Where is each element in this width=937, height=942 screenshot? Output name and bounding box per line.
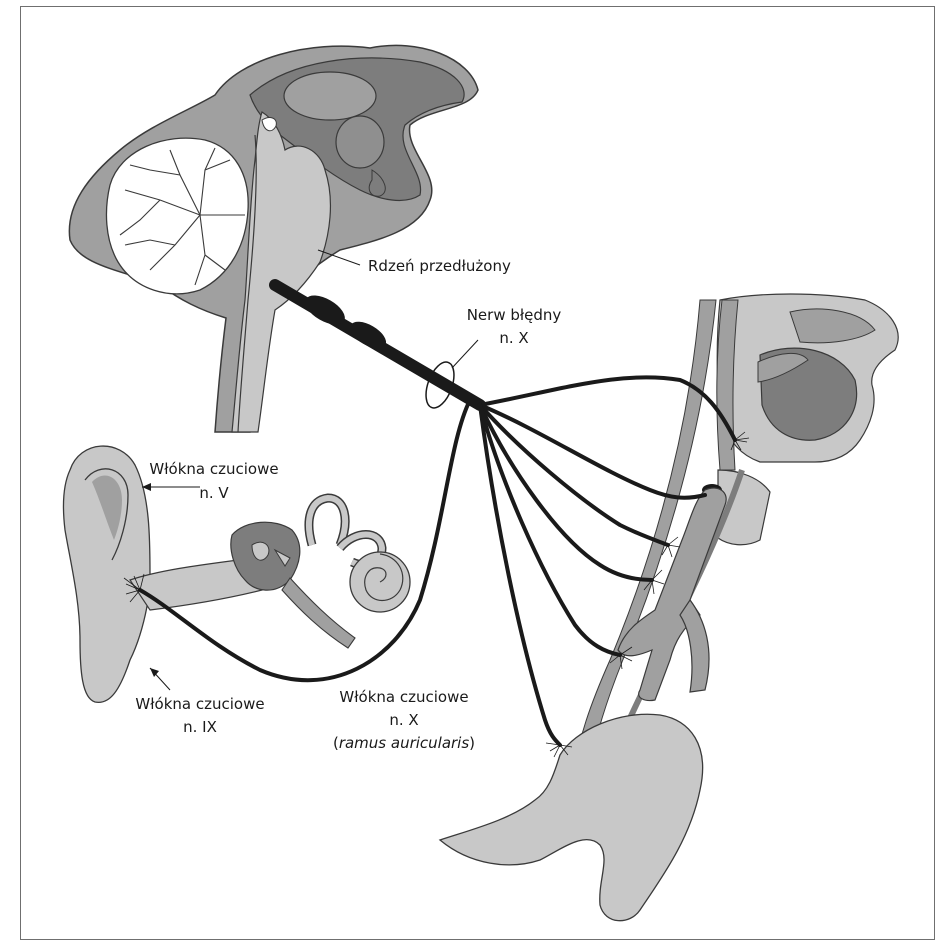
stomach xyxy=(440,714,703,920)
branch-auricular xyxy=(140,400,470,680)
label-glosso-line2: n. IX xyxy=(183,718,217,736)
label-vagus-line2: n. X xyxy=(499,329,528,347)
eustachian-tube xyxy=(282,578,355,648)
label-auricular-line1: Włókna czuciowe xyxy=(339,688,468,706)
label-auricular-line2: n. X xyxy=(389,711,418,729)
label-medulla: Rdzeń przedłużony xyxy=(368,257,511,275)
label-trigeminal-line1: Włókna czuciowe xyxy=(149,460,278,478)
vagus-leader xyxy=(452,340,478,368)
right-bronchus xyxy=(680,600,709,692)
branch-upper-bronchus xyxy=(480,405,668,545)
glosso-arrowhead xyxy=(150,668,159,677)
label-vagus-line1: Nerw błędny xyxy=(467,306,562,324)
thalamus xyxy=(284,72,376,120)
ear xyxy=(63,446,410,702)
label-glosso-line1: Włókna czuciowe xyxy=(135,695,264,713)
midbrain-nucleus xyxy=(336,116,384,168)
label-auricular-line3: (ramus auricularis) xyxy=(333,734,475,752)
label-trigeminal-line2: n. V xyxy=(199,484,229,502)
